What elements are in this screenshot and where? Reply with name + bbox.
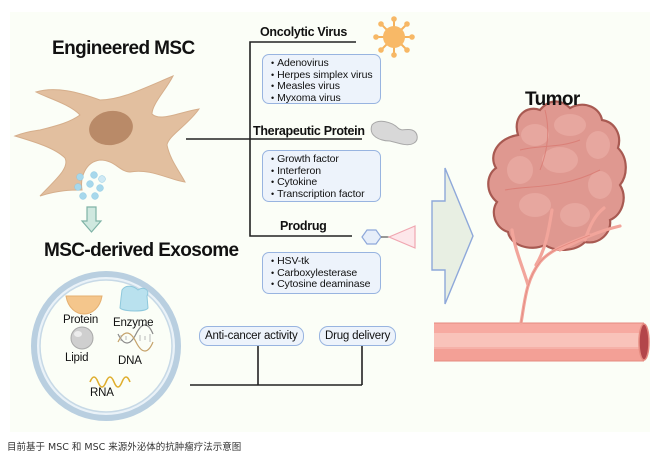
list-item: Myxoma virus [271, 92, 374, 105]
prodrug-list: HSV-tk Carboxylesterase Cytosine deamina… [262, 252, 381, 294]
anti-cancer-activity-pill: Anti-cancer activity [199, 326, 304, 346]
rna-label: RNA [90, 387, 114, 399]
vesicles-icon [74, 171, 106, 200]
exosome-title: MSC-derived Exosome [44, 240, 239, 261]
oncolytic-virus-list: Adenovirus Herpes simplex virus Measles … [262, 54, 381, 104]
dna-helix-icon [117, 324, 154, 352]
list-item: Cytosine deaminase [271, 279, 374, 291]
branch-title-therapeutic-protein: Therapeutic Protein [253, 124, 365, 138]
connector-lines [186, 41, 363, 386]
engineered-msc-title: Engineered MSC [52, 38, 195, 59]
list-item: Interferon [271, 165, 374, 178]
list-item: Carboxylesterase [271, 267, 374, 280]
down-arrow-icon [80, 206, 103, 233]
list-item: Measles virus [271, 81, 374, 93]
protein-half-disc-icon [65, 295, 103, 315]
lipid-label: Lipid [65, 352, 89, 364]
therapeutic-protein-list: Growth factor Interferon Cytokine Transc… [262, 150, 381, 202]
list-item: Cytokine [271, 177, 374, 189]
list-item: Transcription factor [271, 188, 374, 201]
drug-delivery-pill: Drug delivery [319, 326, 397, 346]
blood-vessel-icon [434, 322, 650, 362]
tumor-title: Tumor [525, 89, 580, 110]
enzyme-icon [119, 285, 149, 312]
figure-caption: 目前基于 MSC 和 MSC 来源外泌体的抗肿瘤疗法示意图 [7, 442, 242, 453]
dna-label: DNA [118, 355, 142, 367]
big-right-arrow-icon [431, 167, 474, 305]
virus-icon [373, 16, 415, 58]
tumor-icon [487, 100, 627, 325]
branch-title-oncolytic-virus: Oncolytic Virus [260, 25, 347, 39]
protein-label: Protein [63, 314, 99, 326]
msc-cell-icon [13, 75, 201, 197]
branch-title-prodrug: Prodrug [280, 219, 327, 233]
list-item: Adenovirus [271, 57, 374, 70]
nucleus-icon [89, 110, 133, 146]
enzyme-label: Enzyme [113, 317, 154, 329]
rna-strand-icon [89, 376, 131, 388]
list-item: Herpes simplex virus [271, 69, 374, 82]
lipid-sphere-icon [70, 326, 94, 350]
protein-icon [370, 120, 418, 146]
prodrug-molecule-icon [361, 225, 416, 249]
list-item: Growth factor [271, 153, 374, 166]
list-item: HSV-tk [271, 255, 374, 268]
